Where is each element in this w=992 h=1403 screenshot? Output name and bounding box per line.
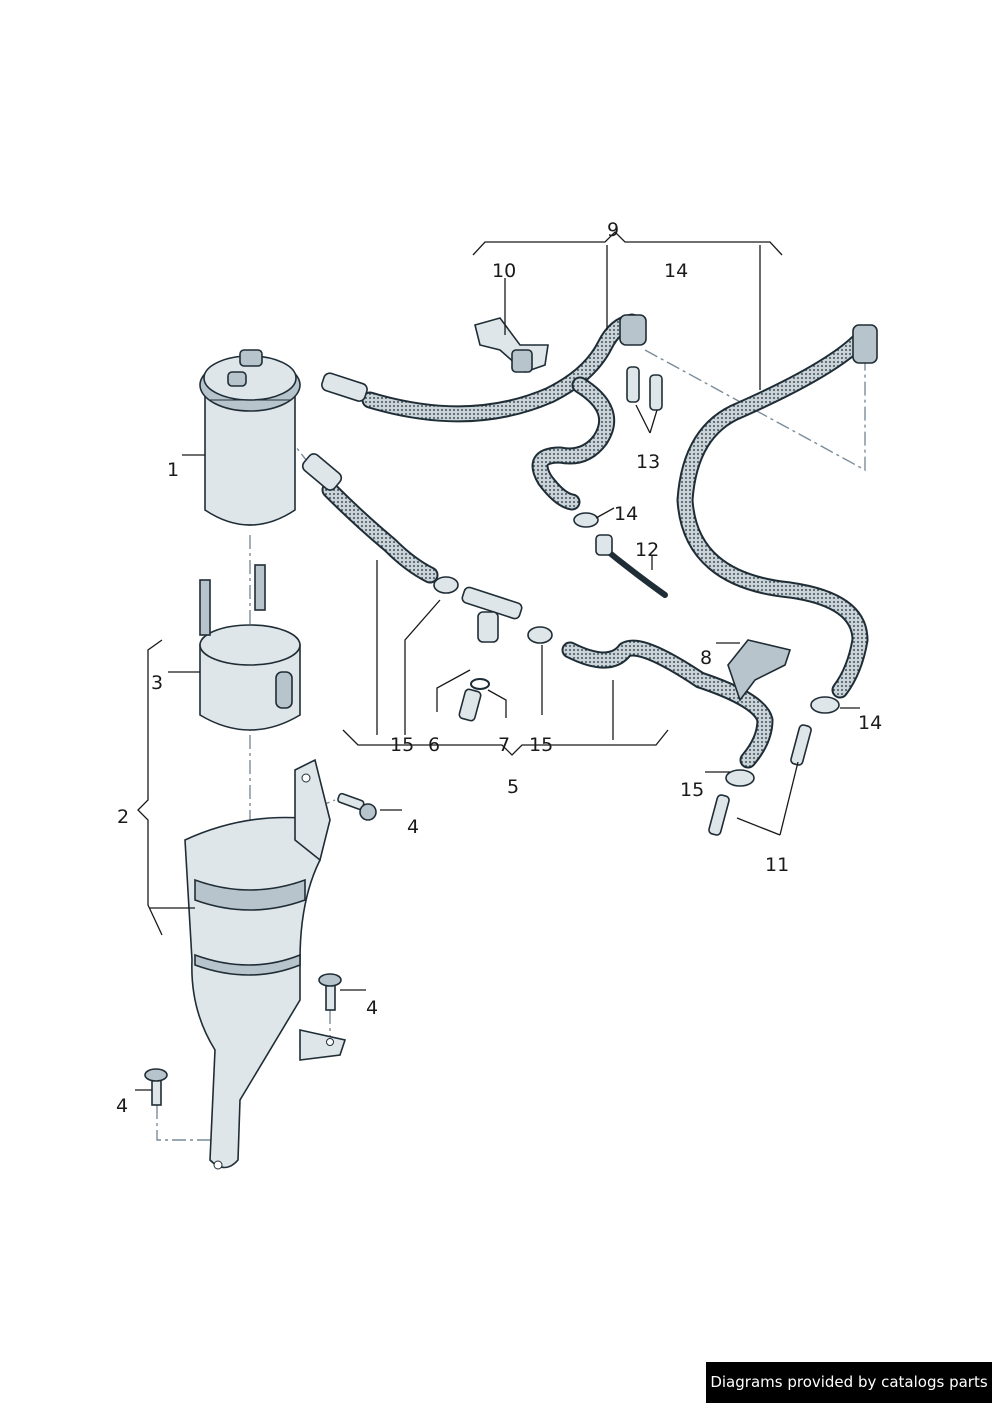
callout-14-middle: 14 (614, 503, 638, 525)
connector-11-upper (790, 724, 812, 766)
callout-3: 3 (151, 672, 163, 694)
lower-hose-right (561, 639, 774, 769)
callout-14-right: 14 (858, 712, 882, 734)
lower-hose-left (301, 453, 439, 584)
callout-1: 1 (167, 459, 179, 481)
return-hose-long (676, 324, 878, 699)
branch-hose (531, 376, 616, 511)
hose-clamp-15-left (433, 576, 459, 594)
bolt-upper (337, 792, 377, 821)
callout-12: 12 (635, 539, 659, 561)
callout-13: 13 (636, 451, 660, 473)
callout-9: 9 (607, 219, 619, 241)
t-connector (461, 586, 523, 643)
filter-holder-ring (199, 564, 301, 731)
callout-11: 11 (765, 854, 789, 876)
hose-clamp-15-right (725, 769, 755, 787)
callout-4-lower: 4 (116, 1095, 128, 1117)
seal-ring (470, 678, 490, 690)
callout-5: 5 (507, 776, 519, 798)
callout-4-middle: 4 (366, 997, 378, 1019)
hose-clamp-14-right (810, 696, 840, 714)
check-valve (458, 688, 482, 722)
callout-2: 2 (117, 806, 129, 828)
hose-clamp-15-middle (527, 626, 553, 644)
vent-pipe (595, 534, 668, 598)
callout-4-upper: 4 (407, 816, 419, 838)
mounting-bracket (184, 758, 347, 1170)
hose-clamp-14-upper (573, 512, 599, 528)
connector-13-right (649, 374, 663, 411)
callout-15-middle: 15 (529, 734, 553, 756)
leader-lines (135, 231, 860, 1091)
callout-15-right: 15 (680, 779, 704, 801)
connector-13-left (626, 366, 640, 403)
upper-supply-hose (321, 313, 647, 423)
callout-14-top: 14 (664, 260, 688, 282)
callout-7: 7 (498, 734, 510, 756)
bolt-lower (144, 1068, 168, 1106)
hose-clip (727, 639, 792, 702)
callout-10: 10 (492, 260, 516, 282)
credit-badge: Diagrams provided by catalogs parts (706, 1362, 992, 1403)
retainer-clip (474, 317, 549, 373)
bolt-middle (318, 973, 342, 1011)
connector-11-lower (708, 794, 730, 836)
callout-6: 6 (428, 734, 440, 756)
callout-8: 8 (700, 647, 712, 669)
fuel-filter-canister (199, 349, 301, 526)
callout-15-left: 15 (390, 734, 414, 756)
